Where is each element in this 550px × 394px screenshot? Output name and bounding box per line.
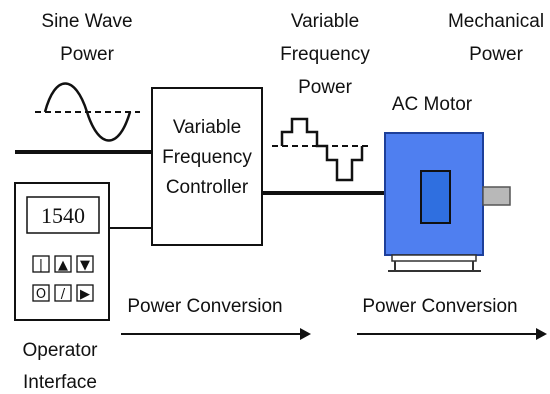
operator-interface-line1: Operator xyxy=(23,340,99,361)
operator-button-2[interactable] xyxy=(54,255,72,273)
controller-line2: Frequency xyxy=(162,147,252,168)
triangle-right-icon: ▶ xyxy=(80,287,90,302)
variable-frequency-power-line2: Frequency xyxy=(280,44,370,65)
power-conversion-right: Power Conversion xyxy=(357,296,547,340)
power-conversion-right-label: Power Conversion xyxy=(362,296,517,317)
operator-interface-panel: 1540 | ▲ ▼ O / ▶ xyxy=(14,182,110,321)
variable-frequency-power-label: Variable Frequency Power xyxy=(280,11,370,98)
circle-icon: O xyxy=(36,287,46,302)
controller-line3: Controller xyxy=(166,177,249,198)
line-icon: | xyxy=(39,258,43,273)
operator-button-4[interactable] xyxy=(32,284,50,302)
slash-icon: / xyxy=(61,287,66,302)
operator-buttons: | ▲ ▼ O / ▶ xyxy=(32,255,94,302)
operator-interface-label: Operator Interface xyxy=(23,340,99,393)
operator-display-value: 1540 xyxy=(41,203,85,228)
mechanical-power-line2: Power xyxy=(469,44,524,65)
triangle-up-icon: ▲ xyxy=(58,258,68,273)
sine-wave-power-line1: Sine Wave xyxy=(41,11,132,32)
ac-motor-icon xyxy=(384,132,511,272)
power-conversion-left: Power Conversion xyxy=(121,296,311,340)
mechanical-power-label: Mechanical Power xyxy=(448,11,544,65)
sine-wave-power-label: Sine Wave Power xyxy=(41,11,132,65)
sine-wave-power-line2: Power xyxy=(60,44,115,65)
arrow-right-icon xyxy=(536,328,547,340)
pwm-waveform-icon xyxy=(272,117,372,182)
controller-line1: Variable xyxy=(173,117,241,138)
power-conversion-left-label: Power Conversion xyxy=(127,296,282,317)
triangle-down-icon: ▼ xyxy=(80,258,90,273)
operator-button-5[interactable] xyxy=(54,284,72,302)
ac-motor-label: AC Motor xyxy=(392,94,473,115)
operator-button-6[interactable] xyxy=(76,284,94,302)
operator-button-3[interactable] xyxy=(76,255,94,273)
variable-frequency-power-line1: Variable xyxy=(291,11,359,32)
arrow-right-icon xyxy=(300,328,311,340)
mechanical-power-line1: Mechanical xyxy=(448,11,544,32)
operator-interface-line2: Interface xyxy=(23,372,97,393)
sine-wave-icon xyxy=(35,82,140,142)
variable-frequency-power-line3: Power xyxy=(298,77,353,98)
variable-frequency-controller: Variable Frequency Controller xyxy=(151,87,263,246)
operator-button-1[interactable] xyxy=(32,255,50,273)
